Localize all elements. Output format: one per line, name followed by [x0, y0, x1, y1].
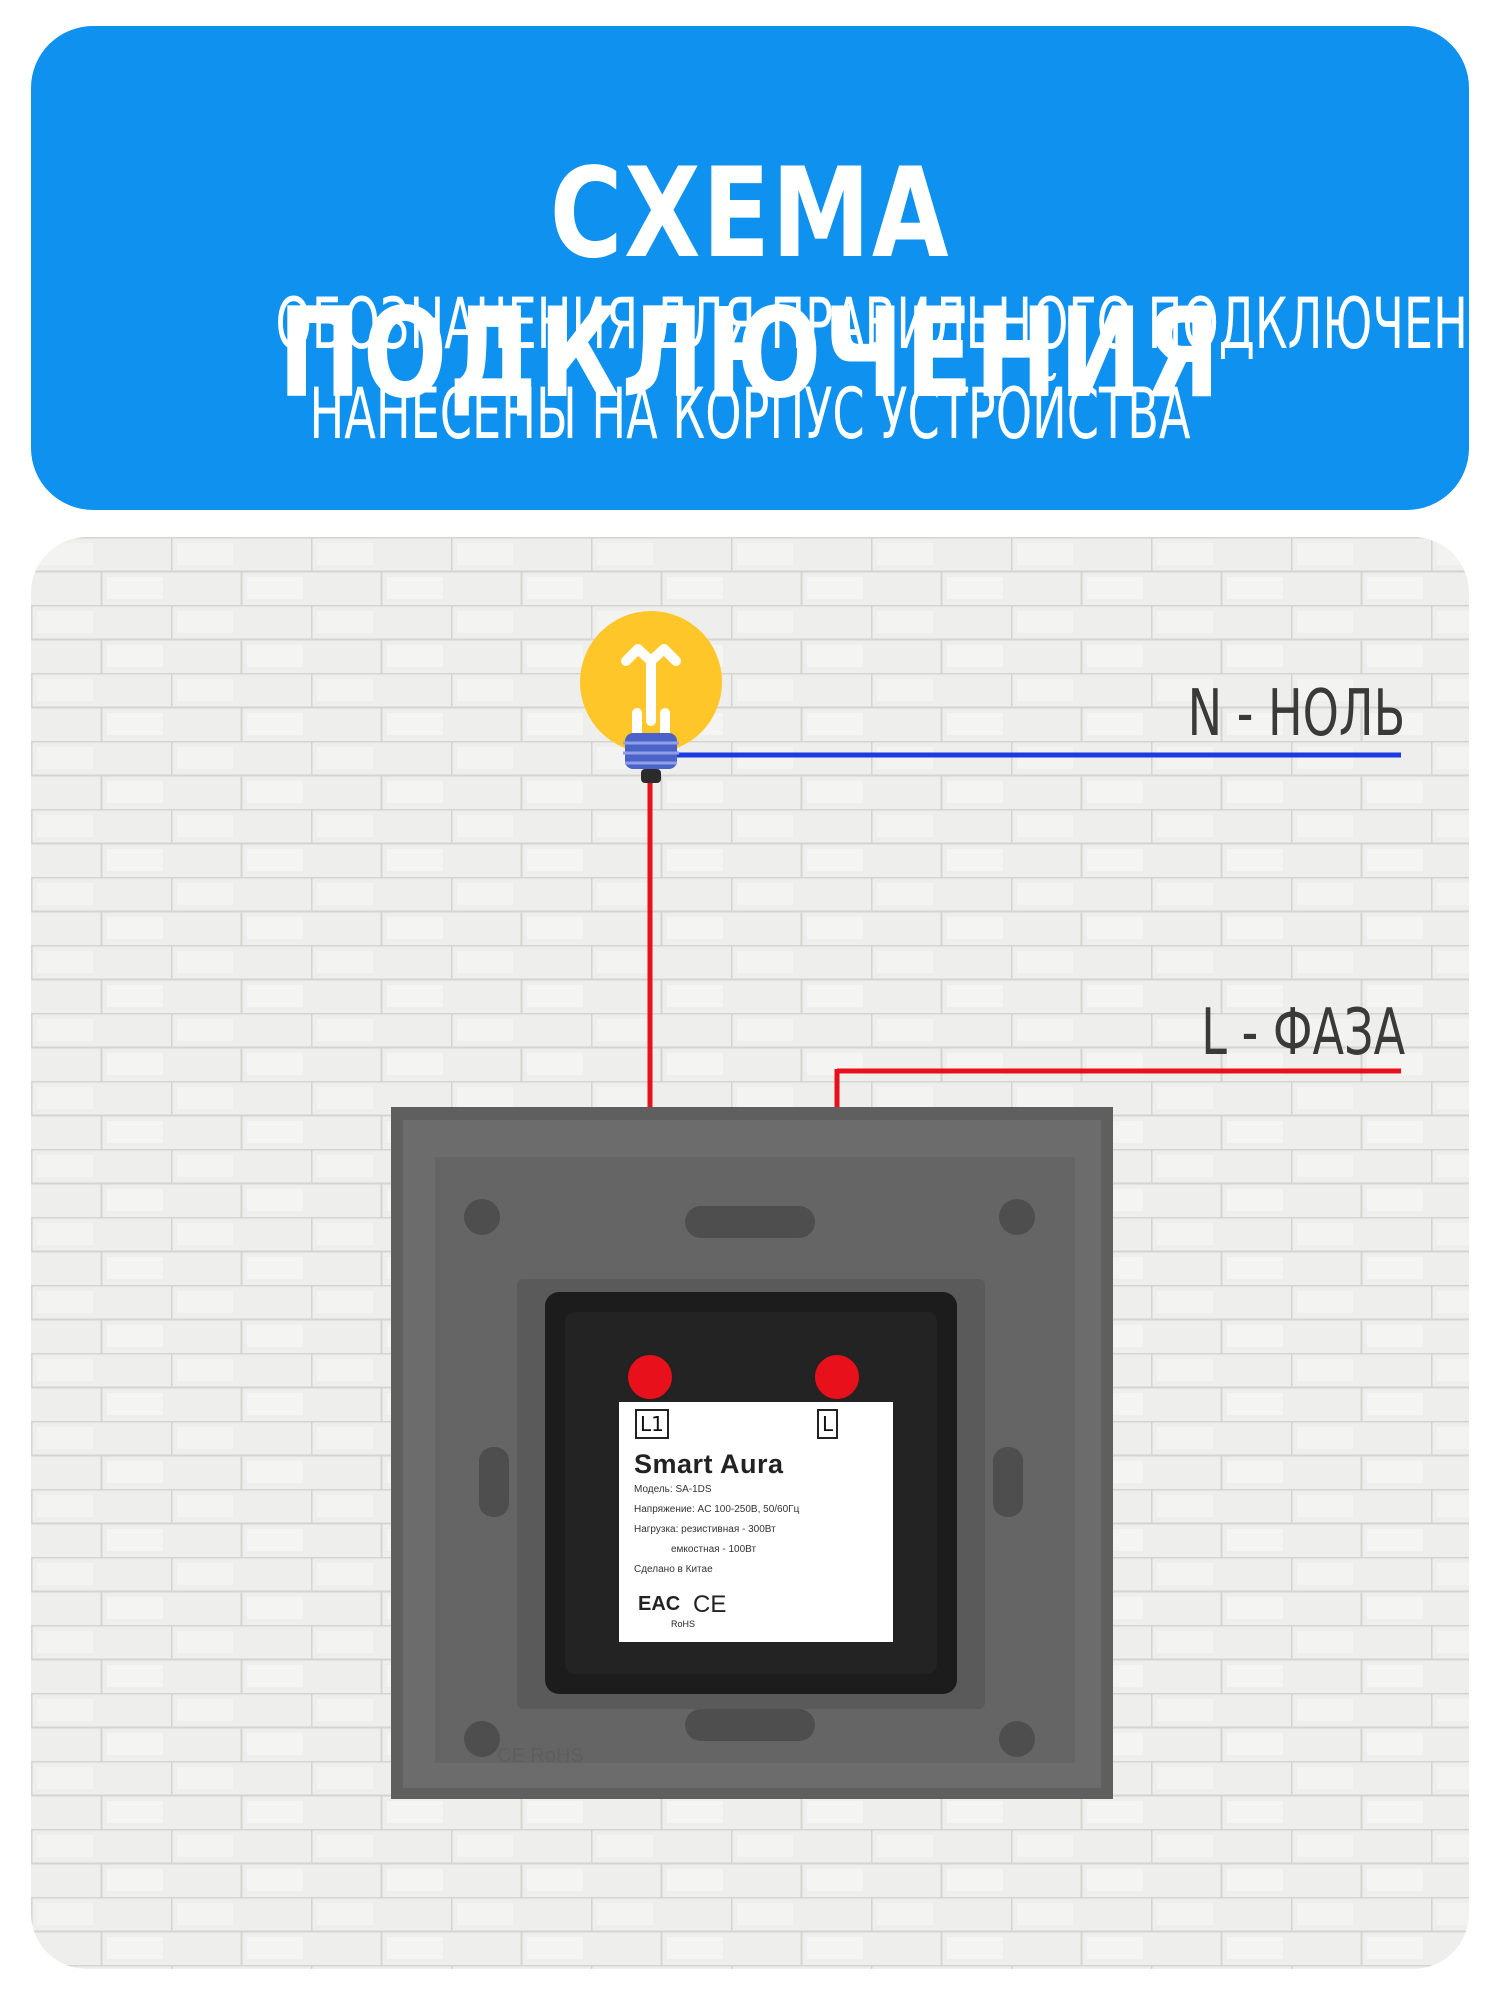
frame-marking: CE RoHS [497, 1745, 584, 1767]
terminal-label-l1: L1 [635, 1409, 669, 1439]
terminal-dot-l [813, 1353, 861, 1401]
header-banner: СХЕМА ПОДКЛЮЧЕНИЯ ОБОЗНАЧЕНИЯ ДЛЯ ПРАВИЛ… [31, 26, 1469, 510]
spec-load-resistive: Нагрузка: резистивная - 300Вт [634, 1524, 776, 1535]
device-label-plate [619, 1402, 893, 1642]
brand-name: Smart Aura [634, 1449, 784, 1479]
spec-voltage: Напряжение: AC 100-250В, 50/60Гц [634, 1504, 800, 1515]
neutral-label: N - НОЛЬ [1187, 677, 1405, 751]
wiring-diagram [31, 537, 1469, 1969]
subtitle-line-2: НАНЕСЕНЫ НА КОРПУС УСТРОЙСТВА [309, 373, 1191, 455]
subtitle-line-1: ОБОЗНАЧЕНИЯ ДЛЯ ПРАВИЛЬНОГО ПОДКЛЮЧЕНИЯ [275, 283, 1469, 365]
spec-model: Модель: SA-1DS [634, 1484, 712, 1495]
terminal-label-l: L [817, 1409, 839, 1439]
page-title: СХЕМА ПОДКЛЮЧЕНИЯ [278, 142, 1222, 426]
rohs-mark: RoHS [671, 1619, 696, 1629]
phase-label: L - ФАЗА [1201, 996, 1405, 1070]
light-bulb-icon [580, 611, 722, 783]
terminal-dot-l1 [626, 1353, 674, 1401]
wiring-scene: N - НОЛЬ L - ФАЗА L1 L Smart Aura Модель… [31, 537, 1469, 1969]
eac-mark: EAC [638, 1593, 681, 1615]
spec-load-capacitive: емкостная - 100Вт [671, 1544, 757, 1555]
ce-mark: CE [693, 1591, 727, 1618]
spec-origin: Сделано в Китае [634, 1564, 713, 1575]
